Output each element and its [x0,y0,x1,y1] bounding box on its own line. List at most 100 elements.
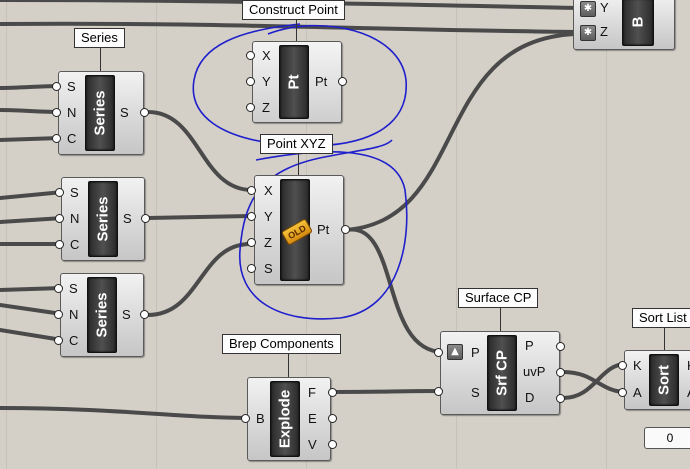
output-grip[interactable] [556,368,565,377]
component-core[interactable]: OLD [280,179,314,281]
input-y[interactable]: Y [262,74,271,89]
point-xyz-component[interactable]: X Y Z S OLD Pt [254,175,344,285]
input-grip[interactable] [241,414,250,423]
input-grip[interactable] [52,82,61,91]
component-core[interactable]: B [622,0,654,46]
input-s[interactable]: S [70,185,79,200]
input-c[interactable]: C [70,237,80,252]
wire-pt-to-topright [344,32,578,232]
output-grip[interactable] [328,388,337,397]
input-x[interactable]: X [262,48,271,63]
output-uvp[interactable]: uvP [523,364,546,379]
input-grip[interactable] [55,240,64,249]
output-pt[interactable]: Pt [315,74,328,89]
input-grip[interactable] [52,134,61,143]
input-grip[interactable] [246,103,255,112]
input-grip[interactable] [618,361,627,370]
output-grip[interactable] [141,214,150,223]
component-core[interactable]: Series [85,75,115,151]
brep-components-component[interactable]: B Explode F E V [247,377,331,461]
output-p[interactable]: P [525,338,534,353]
input-n[interactable]: N [70,211,80,226]
wire-explode-to-srfcp-s [331,389,444,394]
component-core[interactable]: Pt [279,45,309,119]
output-s[interactable]: S [122,307,131,322]
input-grip[interactable] [247,264,256,273]
output-grip[interactable] [341,225,350,234]
wire-series3-c [0,328,64,342]
input-grip[interactable] [54,310,63,319]
output-grip[interactable] [338,77,347,86]
input-grip[interactable] [434,387,443,396]
input-z[interactable]: Z [262,100,270,115]
surface-cp-tag: Surface CP [458,288,539,308]
input-grip[interactable] [52,108,61,117]
panel-value: 0 [666,431,674,445]
core-label: B [629,16,647,28]
series-component-1[interactable]: S N C Series S [58,71,144,155]
input-k[interactable]: K [633,358,642,373]
component-core[interactable]: Series [88,181,118,257]
surface-cp-component[interactable]: ▲ P S Srf CP P uvP D [440,331,560,415]
asterisk-icon: ✱ [580,25,596,41]
output-f[interactable]: F [308,385,316,400]
output-grip[interactable] [140,310,149,319]
output-a[interactable]: A [687,386,690,400]
component-core[interactable]: Series [87,277,117,353]
input-grip[interactable] [247,238,256,247]
output-grip[interactable] [328,440,337,449]
input-grip[interactable] [246,77,255,86]
core-label: Srf CP [493,350,511,396]
input-b[interactable]: B [256,411,265,426]
input-z[interactable]: Z [264,235,272,250]
series-component-3[interactable]: S N C Series S [60,273,144,357]
pin-z: Z [600,24,608,39]
input-grip[interactable] [55,214,64,223]
output-k[interactable]: K [687,359,690,373]
input-grip[interactable] [54,336,63,345]
component-core[interactable]: Explode [270,381,300,457]
input-a[interactable]: A [633,385,642,400]
component-core[interactable]: Sort [649,354,679,406]
input-y[interactable]: Y [264,209,273,224]
output-s[interactable]: S [123,211,132,226]
input-grip[interactable] [618,388,627,397]
input-s[interactable]: S [264,261,273,276]
input-x[interactable]: X [264,183,273,198]
output-s[interactable]: S [120,105,129,120]
input-grip[interactable] [246,51,255,60]
sort-list-component[interactable]: K A Sort K A [624,350,690,410]
output-grip[interactable] [328,414,337,423]
output-pt[interactable]: Pt [317,222,330,237]
input-s[interactable]: S [67,79,76,94]
input-grip[interactable] [247,186,256,195]
output-grip[interactable] [556,394,565,403]
input-s[interactable]: S [471,385,480,400]
input-s[interactable]: S [69,281,78,296]
input-grip[interactable] [247,212,256,221]
component-core[interactable]: Srf CP [487,335,517,411]
wire-s2-to-y [146,214,252,220]
series-component-2[interactable]: S N C Series S [61,177,145,261]
number-panel[interactable]: 0 [644,427,690,449]
input-n[interactable]: N [69,307,79,322]
input-grip[interactable] [55,188,64,197]
output-grip[interactable] [140,108,149,117]
input-c[interactable]: C [69,333,79,348]
core-label: Sort [655,365,673,395]
output-grip[interactable] [556,342,565,351]
input-n[interactable]: N [67,105,77,120]
output-d[interactable]: D [525,390,535,405]
input-grip[interactable] [54,284,63,293]
input-grip[interactable] [434,348,443,357]
output-e[interactable]: E [308,411,317,426]
construct-point-component[interactable]: X Y Z Pt Pt [252,41,342,123]
input-p[interactable]: P [471,345,480,360]
input-c[interactable]: C [67,131,77,146]
wire-into-explode [0,406,252,420]
core-label: Pt [285,74,303,90]
point-xyz-tag: Point XYZ [260,134,333,154]
top-right-component[interactable]: ✱ Y ✱ Z B [573,0,675,50]
output-v[interactable]: V [308,437,317,452]
arrow-up-icon[interactable]: ▲ [447,344,463,360]
